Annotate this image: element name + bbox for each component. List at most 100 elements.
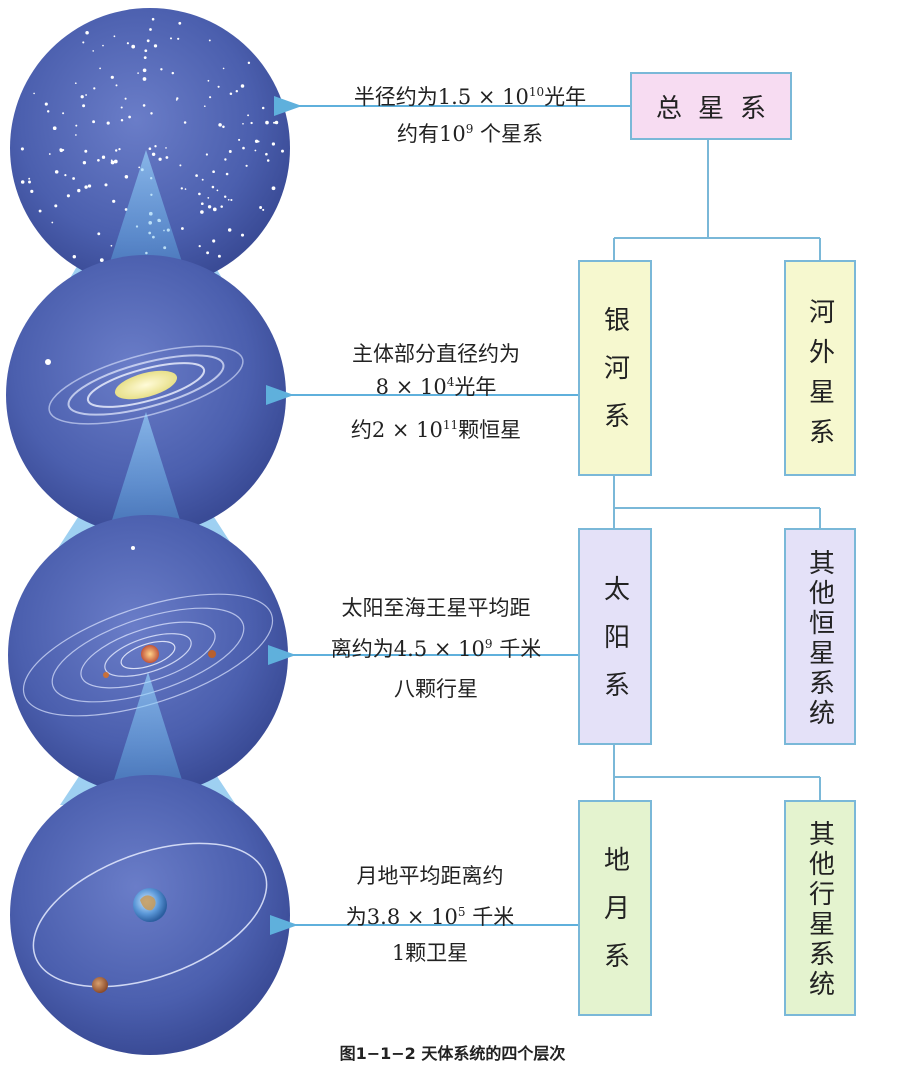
star-dot [92, 50, 95, 52]
milky-way-diameter-text: 8 × 10 [375, 375, 447, 399]
star-dot [113, 159, 118, 164]
universe-sphere [10, 8, 290, 288]
star-dot [209, 96, 212, 99]
star-dot [44, 102, 48, 106]
earth-moon-line3: 1颗卫星 [391, 941, 469, 965]
star-dot [72, 177, 75, 180]
box-other-stars-label: 其他恒星系统 [804, 548, 835, 729]
star-dot [110, 75, 114, 79]
milky-way-line3: 约2 × 1011颗恒星 [296, 411, 576, 444]
star-dot [93, 87, 96, 90]
star-dot [171, 71, 175, 75]
solar-distance-exponent: 9 [484, 637, 493, 651]
star-dot [75, 134, 77, 136]
star-dot [120, 106, 123, 109]
earth-moon-line1: 月地平均距离约 [356, 864, 504, 888]
star-dot [183, 121, 187, 124]
star-dot [148, 147, 152, 150]
milky-way-line2: 8 × 104光年 [296, 368, 576, 401]
star-dot [200, 210, 204, 214]
star-dot [118, 147, 121, 151]
star-dot [66, 194, 70, 198]
milky-way-stars-unit: 颗恒星 [458, 418, 522, 442]
star-dot [102, 44, 104, 47]
box-solar-system: 太阳系 [578, 528, 652, 745]
star-dot [82, 161, 87, 165]
milky-way-diameter-unit: 光年 [454, 375, 497, 399]
star-dot [281, 149, 284, 153]
earth-moon-line2: 为3.8 × 105 千米 [290, 894, 570, 935]
universe-count-exponent: 9 [465, 122, 474, 136]
star-dot [82, 104, 86, 108]
star-dot [207, 205, 212, 209]
star-dot [160, 68, 163, 71]
star-dot [254, 149, 257, 152]
star-dot [72, 255, 77, 259]
star-dot [112, 199, 116, 203]
sun [141, 645, 159, 663]
star-dot [138, 166, 141, 169]
star-dot [257, 140, 260, 143]
earth-moon-distance-text: 为3.8 × 10 [345, 905, 458, 929]
star-dot [261, 106, 265, 110]
star-dot [143, 56, 147, 60]
star-dot [59, 148, 63, 152]
star-dot [222, 67, 225, 70]
star-dot [245, 164, 248, 167]
star-dot [198, 244, 201, 248]
star-dot [52, 126, 57, 131]
star-dot [273, 121, 276, 124]
star-dot [28, 177, 31, 180]
star-dot [220, 205, 223, 208]
star-dot [84, 185, 88, 189]
star-dot [207, 196, 210, 199]
star-dot [250, 121, 253, 125]
box-other-planets-label: 其他行星系统 [804, 820, 835, 1000]
star-dot [33, 92, 35, 95]
star-dot [153, 44, 158, 48]
star-dot [99, 67, 101, 70]
box-earth-moon: 地月系 [578, 800, 652, 1016]
star-dot [158, 157, 162, 161]
star-dot [101, 155, 106, 159]
box-milky-way-label: 银河系 [599, 306, 630, 450]
star-dot [137, 72, 139, 74]
box-milky-way: 银河系 [578, 260, 652, 476]
box-other-galaxies: 河外星系 [784, 260, 856, 476]
box-other-stars: 其他恒星系统 [784, 528, 856, 745]
star-dot [211, 185, 215, 189]
star-dot [227, 198, 230, 201]
star-dot [142, 104, 146, 107]
star-dot [240, 233, 245, 237]
star-dot [198, 192, 201, 196]
star-dot [216, 189, 219, 192]
star-dot [242, 122, 244, 125]
annotation-universe: 半径约为1.5 × 1010光年 约有109 个星系 [330, 76, 610, 150]
star-dot [227, 228, 232, 232]
milky-way-sphere [6, 255, 286, 535]
star-dot [142, 68, 147, 73]
star-dot [212, 170, 215, 174]
star-dot [92, 120, 96, 124]
star-dot [242, 146, 245, 150]
solar-distance-text: 离约为4.5 × 10 [330, 637, 485, 661]
star-dot [51, 221, 54, 224]
figure-caption: 图1−1−2 天体系统的四个层次 [339, 1044, 566, 1063]
star-dot [201, 178, 204, 181]
star-dot [85, 94, 87, 96]
star-dot [54, 204, 58, 208]
star-dot [151, 17, 155, 21]
star-dot [120, 119, 124, 122]
star-dot [176, 97, 179, 100]
star-dot [259, 206, 263, 209]
star-dot [274, 120, 279, 125]
milky-way-stars-exponent: 11 [442, 418, 459, 432]
star-dot [205, 153, 209, 156]
star-dot [217, 254, 221, 258]
star-dot [115, 84, 118, 87]
box-universe-label: 总星系 [655, 93, 782, 124]
star-dot [75, 124, 78, 127]
star-dot [165, 147, 167, 149]
milky-way-diameter-exponent: 4 [446, 375, 455, 389]
